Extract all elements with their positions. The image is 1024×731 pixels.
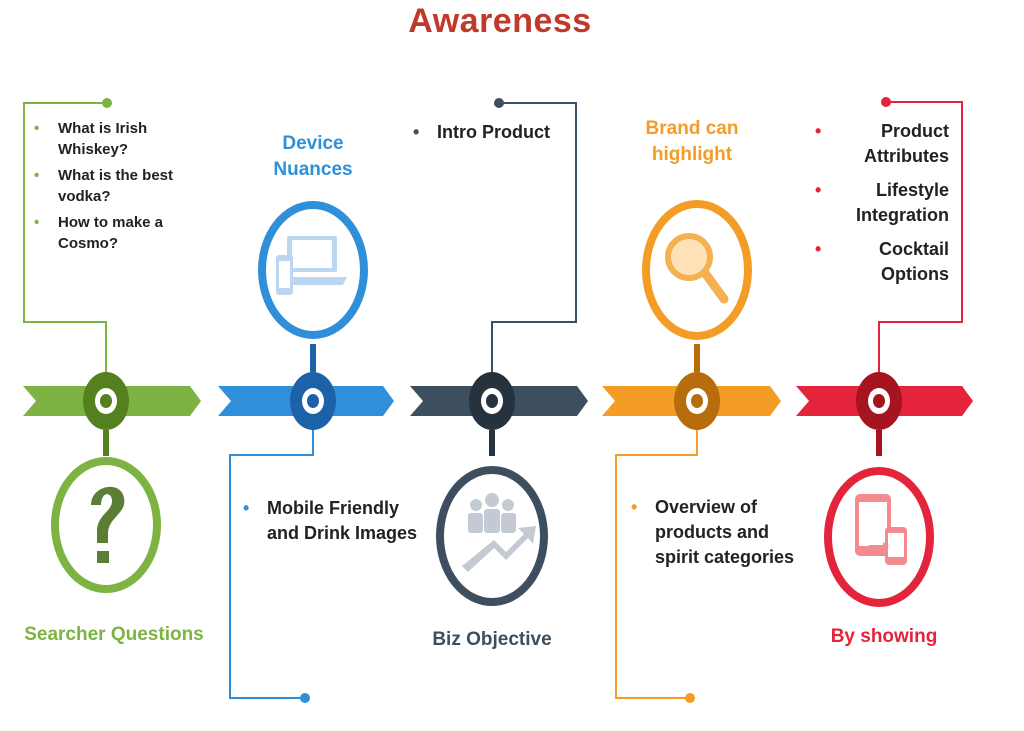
orange-connector bbox=[615, 430, 698, 699]
searcher-questions-label: Searcher Questions bbox=[24, 624, 204, 645]
list-item: •Overview of products and spirit categor… bbox=[631, 497, 795, 567]
device-nuances-list: •Mobile Friendly and Drink Images bbox=[243, 496, 423, 546]
green-connector bbox=[23, 102, 107, 372]
magnifier-icon bbox=[665, 233, 729, 304]
green-node bbox=[83, 372, 129, 430]
slate-end-dot bbox=[494, 98, 504, 108]
by-showing-label: By showing bbox=[830, 626, 938, 647]
list-item: •Mobile Friendly and Drink Images bbox=[243, 498, 418, 543]
question-mark-icon bbox=[91, 486, 125, 563]
list-item: •Lifestyle Integration bbox=[815, 180, 949, 225]
slate-node bbox=[469, 372, 515, 430]
blue-node bbox=[290, 372, 336, 430]
orange-node bbox=[674, 372, 720, 430]
growth-people-icon bbox=[462, 493, 536, 572]
by-showing-list: •Product Attributes •Lifestyle Integrati… bbox=[815, 119, 949, 296]
blue-connector bbox=[229, 430, 314, 699]
orange-end-dot bbox=[685, 693, 695, 703]
list-item: •How to make a Cosmo? bbox=[34, 214, 164, 252]
list-item: •What is Irish Whiskey? bbox=[34, 120, 148, 158]
list-item: •What is the best vodka? bbox=[34, 167, 174, 205]
list-item: •Product Attributes bbox=[815, 121, 949, 166]
devices-icon bbox=[276, 236, 347, 295]
connector-end-dots bbox=[102, 97, 891, 703]
blue-end-dot bbox=[300, 693, 310, 703]
mobile-transfer-icon bbox=[855, 494, 907, 565]
device-nuances-heading: Device Nuances bbox=[273, 133, 353, 180]
page-title: Awareness bbox=[408, 2, 592, 40]
red-end-dot bbox=[881, 97, 891, 107]
slate-connector bbox=[491, 102, 577, 372]
red-node bbox=[856, 372, 902, 430]
biz-objective-list: •Intro Product bbox=[413, 120, 603, 145]
green-end-dot bbox=[102, 98, 112, 108]
searcher-questions-list: •What is Irish Whiskey? •What is the bes… bbox=[34, 118, 204, 259]
brand-can-highlight-heading: Brand can highlight bbox=[645, 118, 739, 165]
list-item: •Cocktail Options bbox=[815, 239, 949, 284]
red-connector bbox=[878, 101, 963, 372]
list-item: •Intro Product bbox=[413, 122, 550, 142]
brand-highlight-list: •Overview of products and spirit categor… bbox=[631, 495, 811, 570]
biz-objective-label: Biz Objective bbox=[432, 629, 552, 650]
